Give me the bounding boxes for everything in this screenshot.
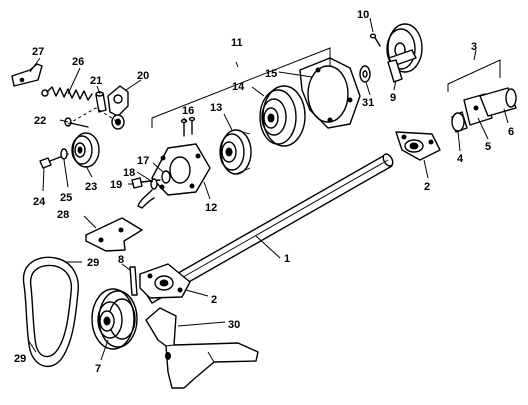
callout-16: 16 — [182, 105, 194, 117]
callout-10: 10 — [357, 9, 369, 21]
callout-20: 20 — [137, 70, 149, 82]
support-bracket — [145, 307, 259, 389]
washer-plate — [161, 170, 171, 184]
callout-12: 12 — [205, 202, 217, 214]
callout-8: 8 — [118, 254, 124, 266]
callout-29-bottom: 29 — [14, 353, 26, 365]
callout-2-right: 2 — [424, 181, 430, 193]
flanged-stub-shaft — [386, 23, 423, 83]
callout-31: 31 — [362, 97, 374, 109]
flange-screw — [369, 33, 381, 47]
group-bracket-11 — [151, 47, 331, 128]
callout-4: 4 — [457, 153, 464, 165]
callout-29-top: 29 — [87, 257, 99, 269]
callout-6: 6 — [508, 126, 514, 138]
idler-pulley — [71, 132, 100, 168]
callout-labels: 1 2 2 3 4 5 6 7 8 9 10 11 12 13 14 15 16… — [14, 9, 514, 375]
callout-2-lower: 2 — [211, 294, 217, 306]
drive-shaft — [144, 153, 394, 304]
screw — [64, 117, 89, 128]
callout-30: 30 — [228, 319, 240, 331]
v-belt — [22, 256, 79, 368]
lower-pulley — [91, 288, 138, 350]
assembly-line — [67, 107, 119, 125]
callout-9: 9 — [390, 92, 396, 104]
pivot-arm — [107, 85, 129, 130]
callout-28: 28 — [57, 209, 69, 221]
bracket-plate — [85, 217, 143, 252]
shaft-washer — [359, 65, 371, 83]
callout-23: 23 — [85, 181, 97, 193]
callout-19: 19 — [110, 179, 122, 191]
bracket-clip — [11, 63, 43, 87]
leader-lines — [27, 17, 509, 361]
callout-3: 3 — [471, 41, 477, 53]
callout-15: 15 — [265, 68, 277, 80]
tension-spring — [41, 86, 93, 101]
flange-bearing-lower — [139, 263, 191, 299]
washer-idler — [60, 148, 68, 160]
callout-18: 18 — [123, 167, 135, 179]
callout-5: 5 — [485, 141, 491, 153]
key — [129, 266, 138, 296]
callout-21: 21 — [90, 75, 102, 87]
coupling-assembly — [451, 87, 517, 133]
drive-pulley — [259, 85, 306, 147]
callout-14: 14 — [232, 81, 245, 93]
callout-1: 1 — [284, 253, 290, 265]
callout-22: 22 — [34, 115, 46, 127]
callout-11: 11 — [231, 37, 243, 49]
flange-bearing-right — [395, 131, 441, 161]
callout-7: 7 — [95, 363, 101, 375]
pulley-cover — [299, 57, 361, 129]
callout-26: 26 — [72, 56, 84, 68]
clutch-hub — [219, 129, 252, 175]
lock-washer — [150, 178, 158, 190]
callout-17: 17 — [137, 155, 149, 167]
group-bracket-3 — [447, 59, 501, 92]
mounting-plate — [137, 143, 211, 209]
callout-27: 27 — [32, 46, 44, 58]
callout-25: 25 — [60, 192, 72, 204]
callout-24: 24 — [33, 196, 46, 208]
cover-screws — [180, 116, 196, 137]
callout-13: 13 — [210, 102, 222, 114]
spacer — [95, 91, 107, 113]
